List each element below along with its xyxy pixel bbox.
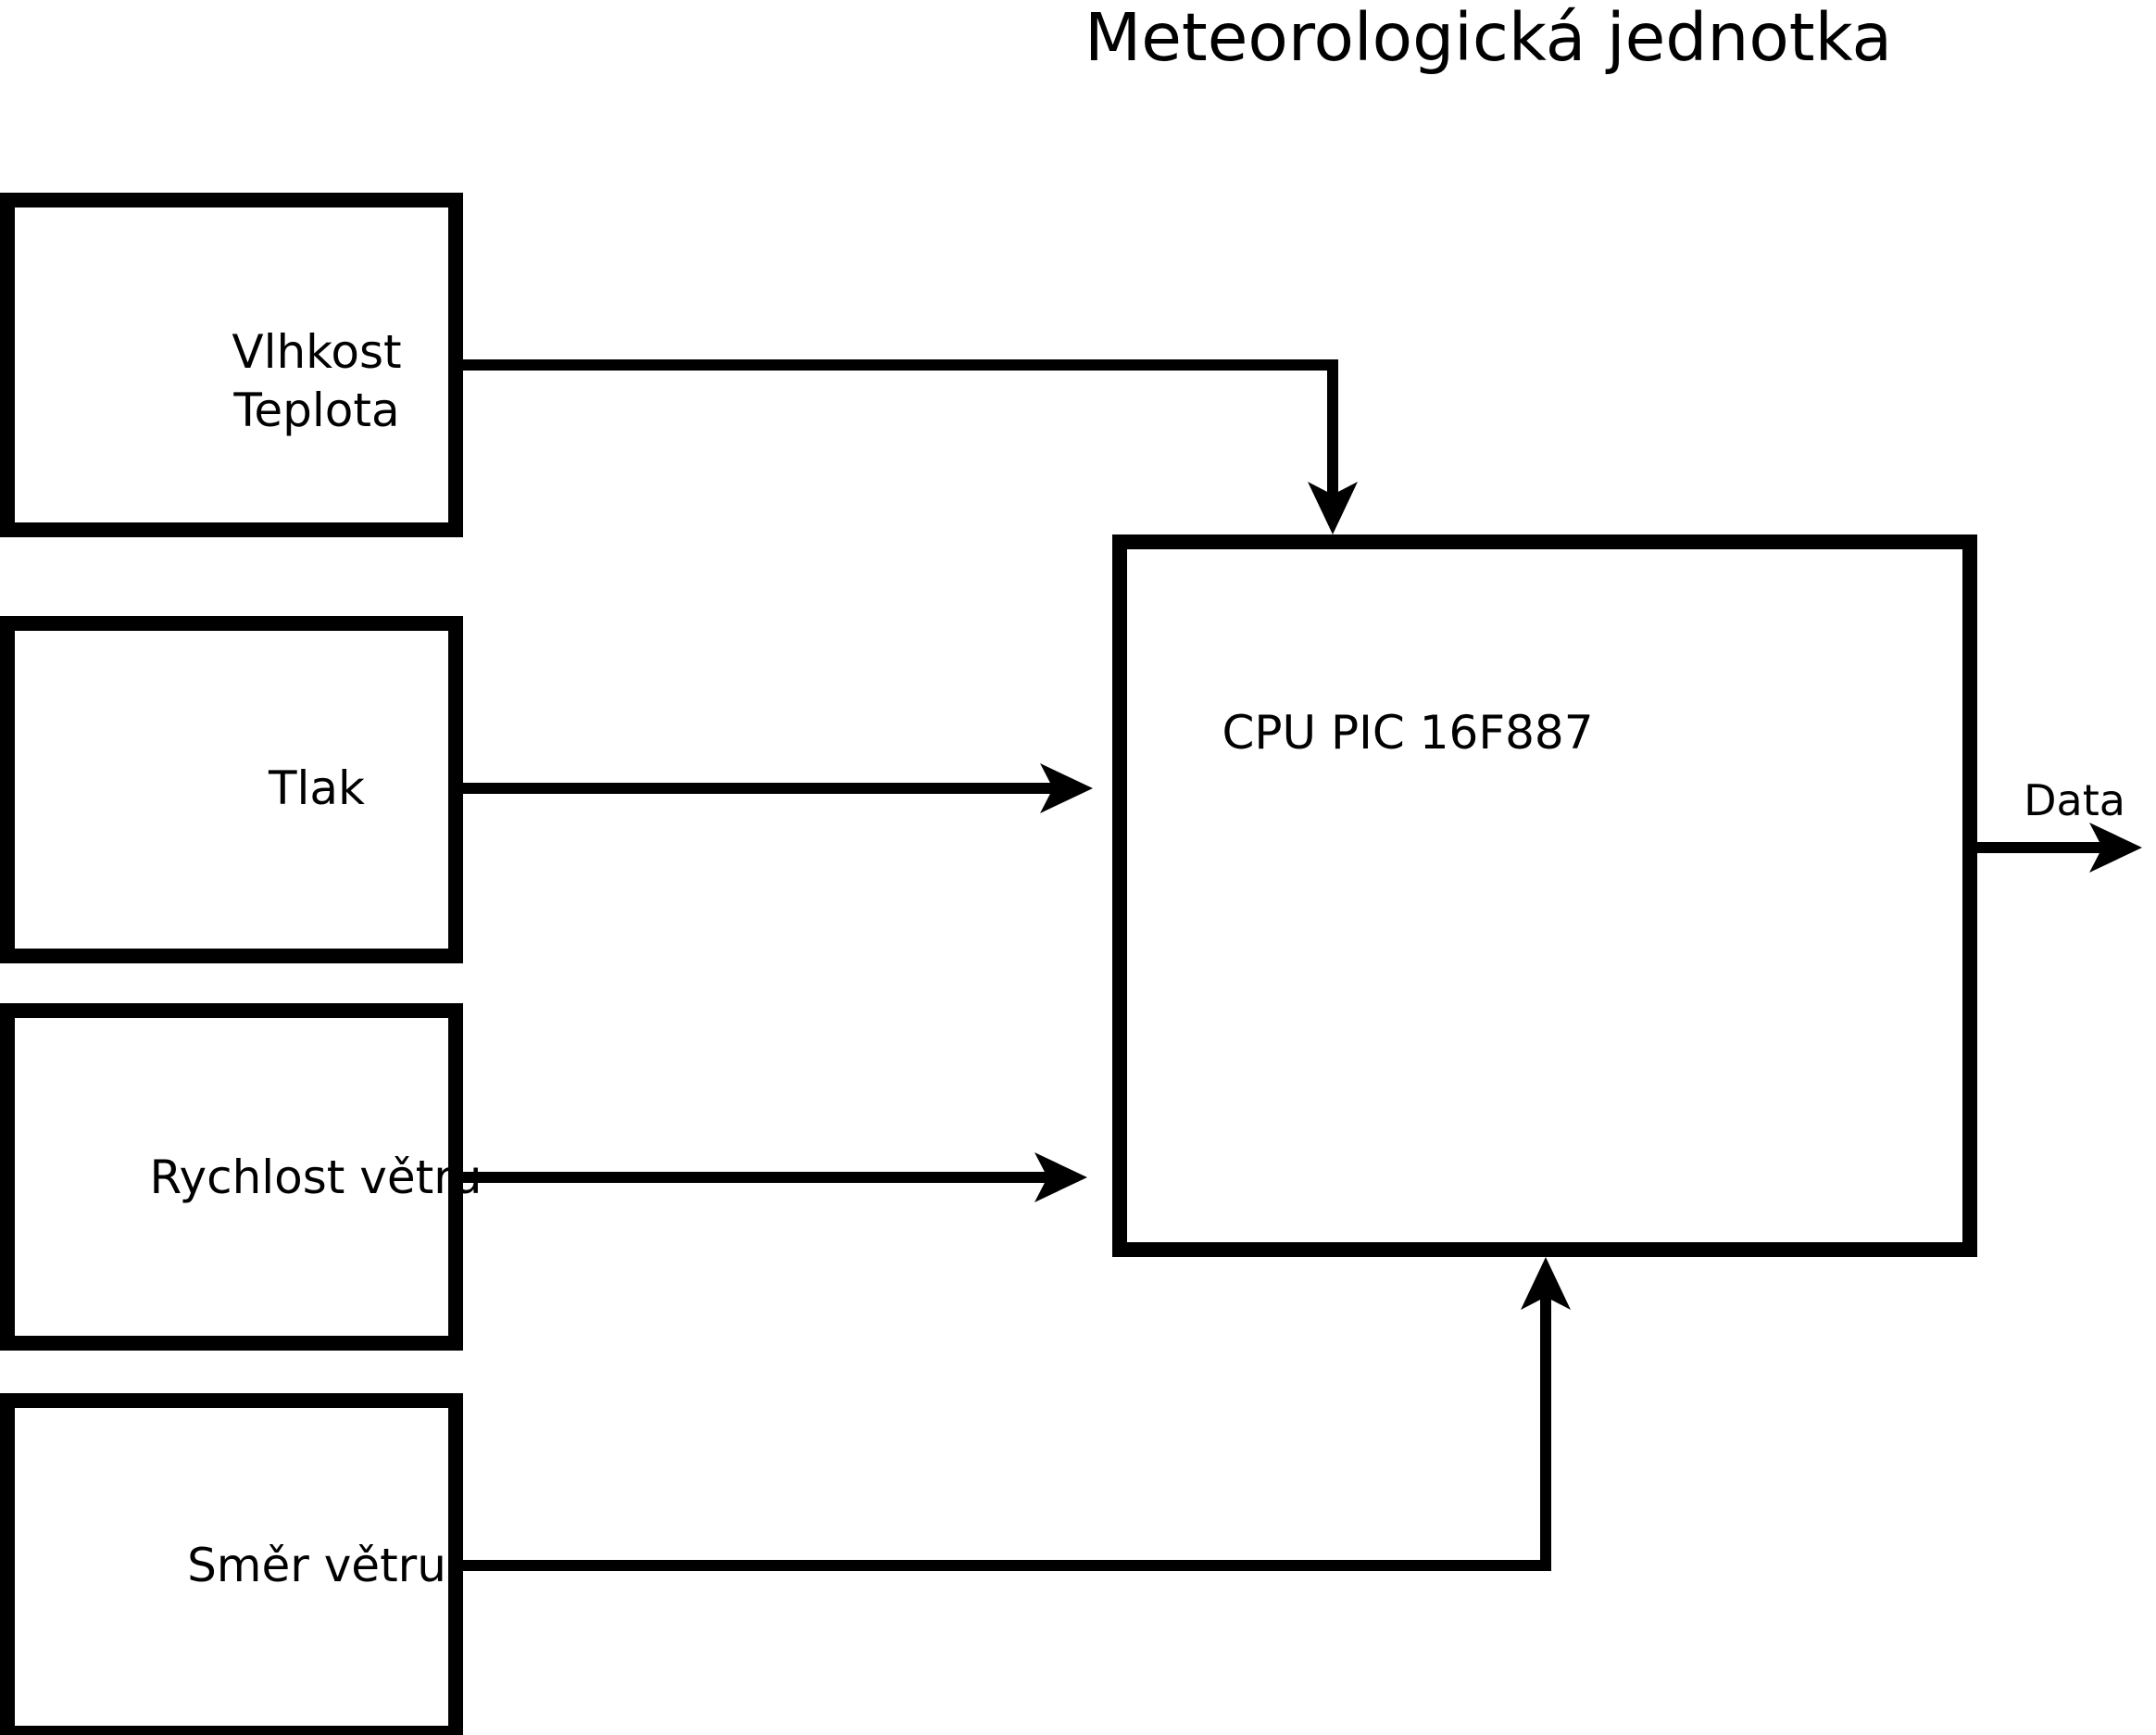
sensor-label-temperature: Teplota (232, 383, 399, 437)
connector-wind-direction-to-cpu (463, 1257, 1571, 1571)
sensor-box-pressure: Tlak (0, 616, 463, 963)
cpu-box: CPU PIC 16F887 (1112, 534, 1977, 1257)
connector-cpu-to-data (1977, 823, 2142, 873)
sensor-box-wind-speed-frame (0, 1003, 463, 1351)
sensor-label-wind-speed: Rychlost větru (149, 1150, 482, 1204)
connector-humidity-temperature-line (463, 359, 1338, 497)
connector-humidity-temperature-to-cpu (463, 359, 1358, 534)
arrowhead-right-icon (2089, 823, 2142, 873)
arrowhead-right-icon (1040, 763, 1093, 813)
sensor-box-humidity-temperature-frame (0, 193, 463, 537)
sensor-box-humidity-temperature: Vlhkost Teplota (0, 193, 463, 537)
output-data-label: Data (2024, 775, 2125, 825)
cpu-box-frame (1112, 534, 1977, 1257)
sensor-box-pressure-frame (0, 616, 463, 963)
arrowhead-right-icon (1034, 1152, 1087, 1202)
sensor-box-wind-direction: Směr větru (0, 1393, 463, 1735)
arrowhead-down-icon (1308, 482, 1358, 534)
sensor-box-wind-speed: Rychlost větru (0, 1003, 483, 1351)
sensor-box-wind-direction-frame (0, 1393, 463, 1735)
sensor-label-pressure: Tlak (268, 761, 365, 815)
arrowhead-up-icon (1521, 1257, 1571, 1310)
connector-wind-direction-line (463, 1297, 1551, 1571)
connector-pressure-to-cpu (463, 763, 1093, 813)
connector-wind-speed-to-cpu (463, 1152, 1087, 1202)
cpu-label: CPU PIC 16F887 (1222, 706, 1593, 760)
sensor-label-wind-direction: Směr větru (187, 1539, 446, 1592)
diagram-title: Meteorologická jednotka (1084, 0, 1892, 76)
sensor-label-humidity: Vlhkost (232, 325, 401, 379)
